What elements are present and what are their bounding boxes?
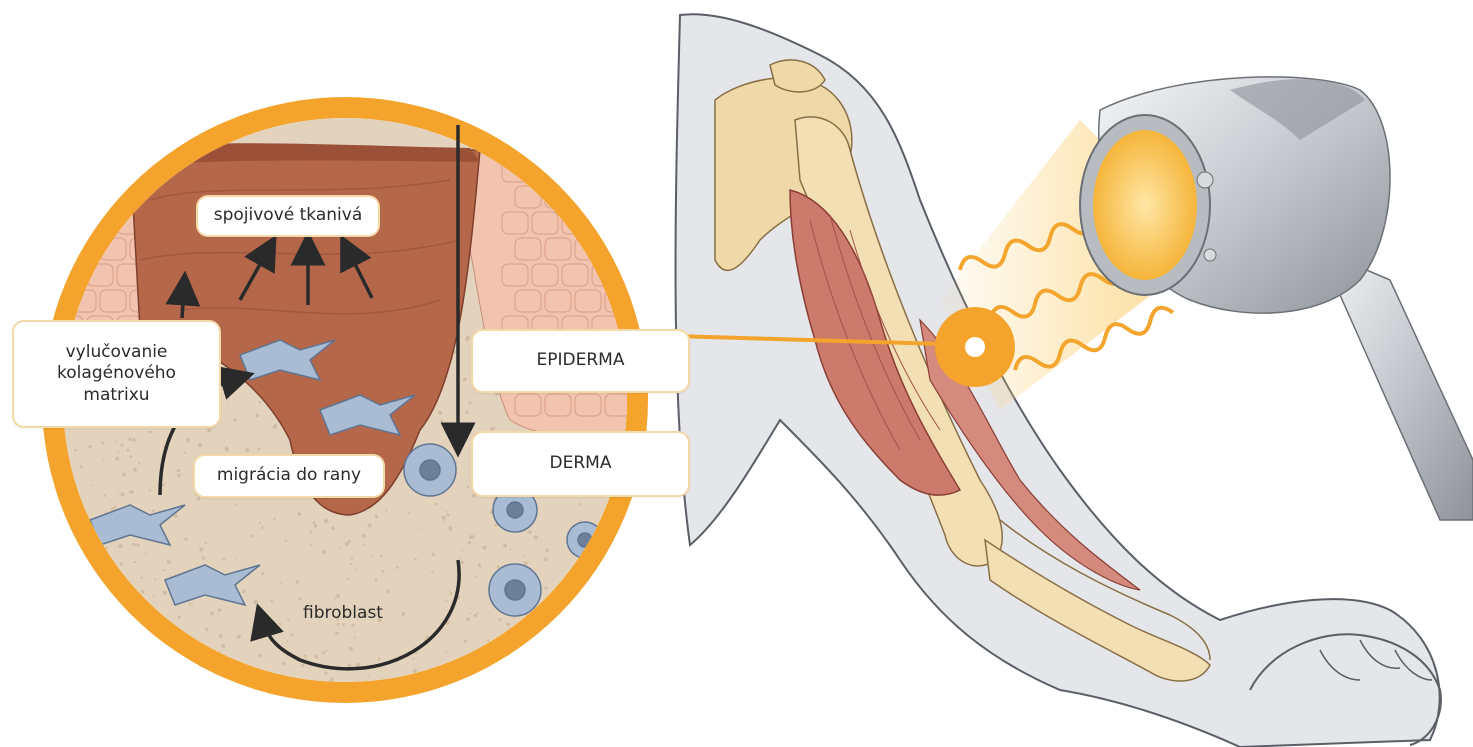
label-epidermis-text: EPIDERMA (537, 350, 625, 371)
label-connective-tissue-text: spojivové tkanivá (214, 205, 362, 226)
device-emitter-face (1093, 130, 1197, 280)
label-fibroblast: fibroblast (303, 603, 383, 623)
label-dermis: DERMA (473, 433, 688, 495)
label-dermis-text: DERMA (550, 453, 612, 474)
label-connective-tissue: spojivové tkanivá (198, 197, 378, 235)
target-marker (935, 307, 1015, 387)
label-migration-text: migrácia do rany (217, 465, 361, 486)
label-collagen-secretion-text: vylučovanie kolagénového matrixu (37, 342, 197, 406)
label-epidermis: EPIDERMA (473, 331, 688, 391)
label-fibroblast-text: fibroblast (303, 603, 383, 623)
label-migration: migrácia do rany (195, 456, 383, 496)
label-collagen-secretion: vylučovanie kolagénového matrixu (14, 322, 219, 426)
